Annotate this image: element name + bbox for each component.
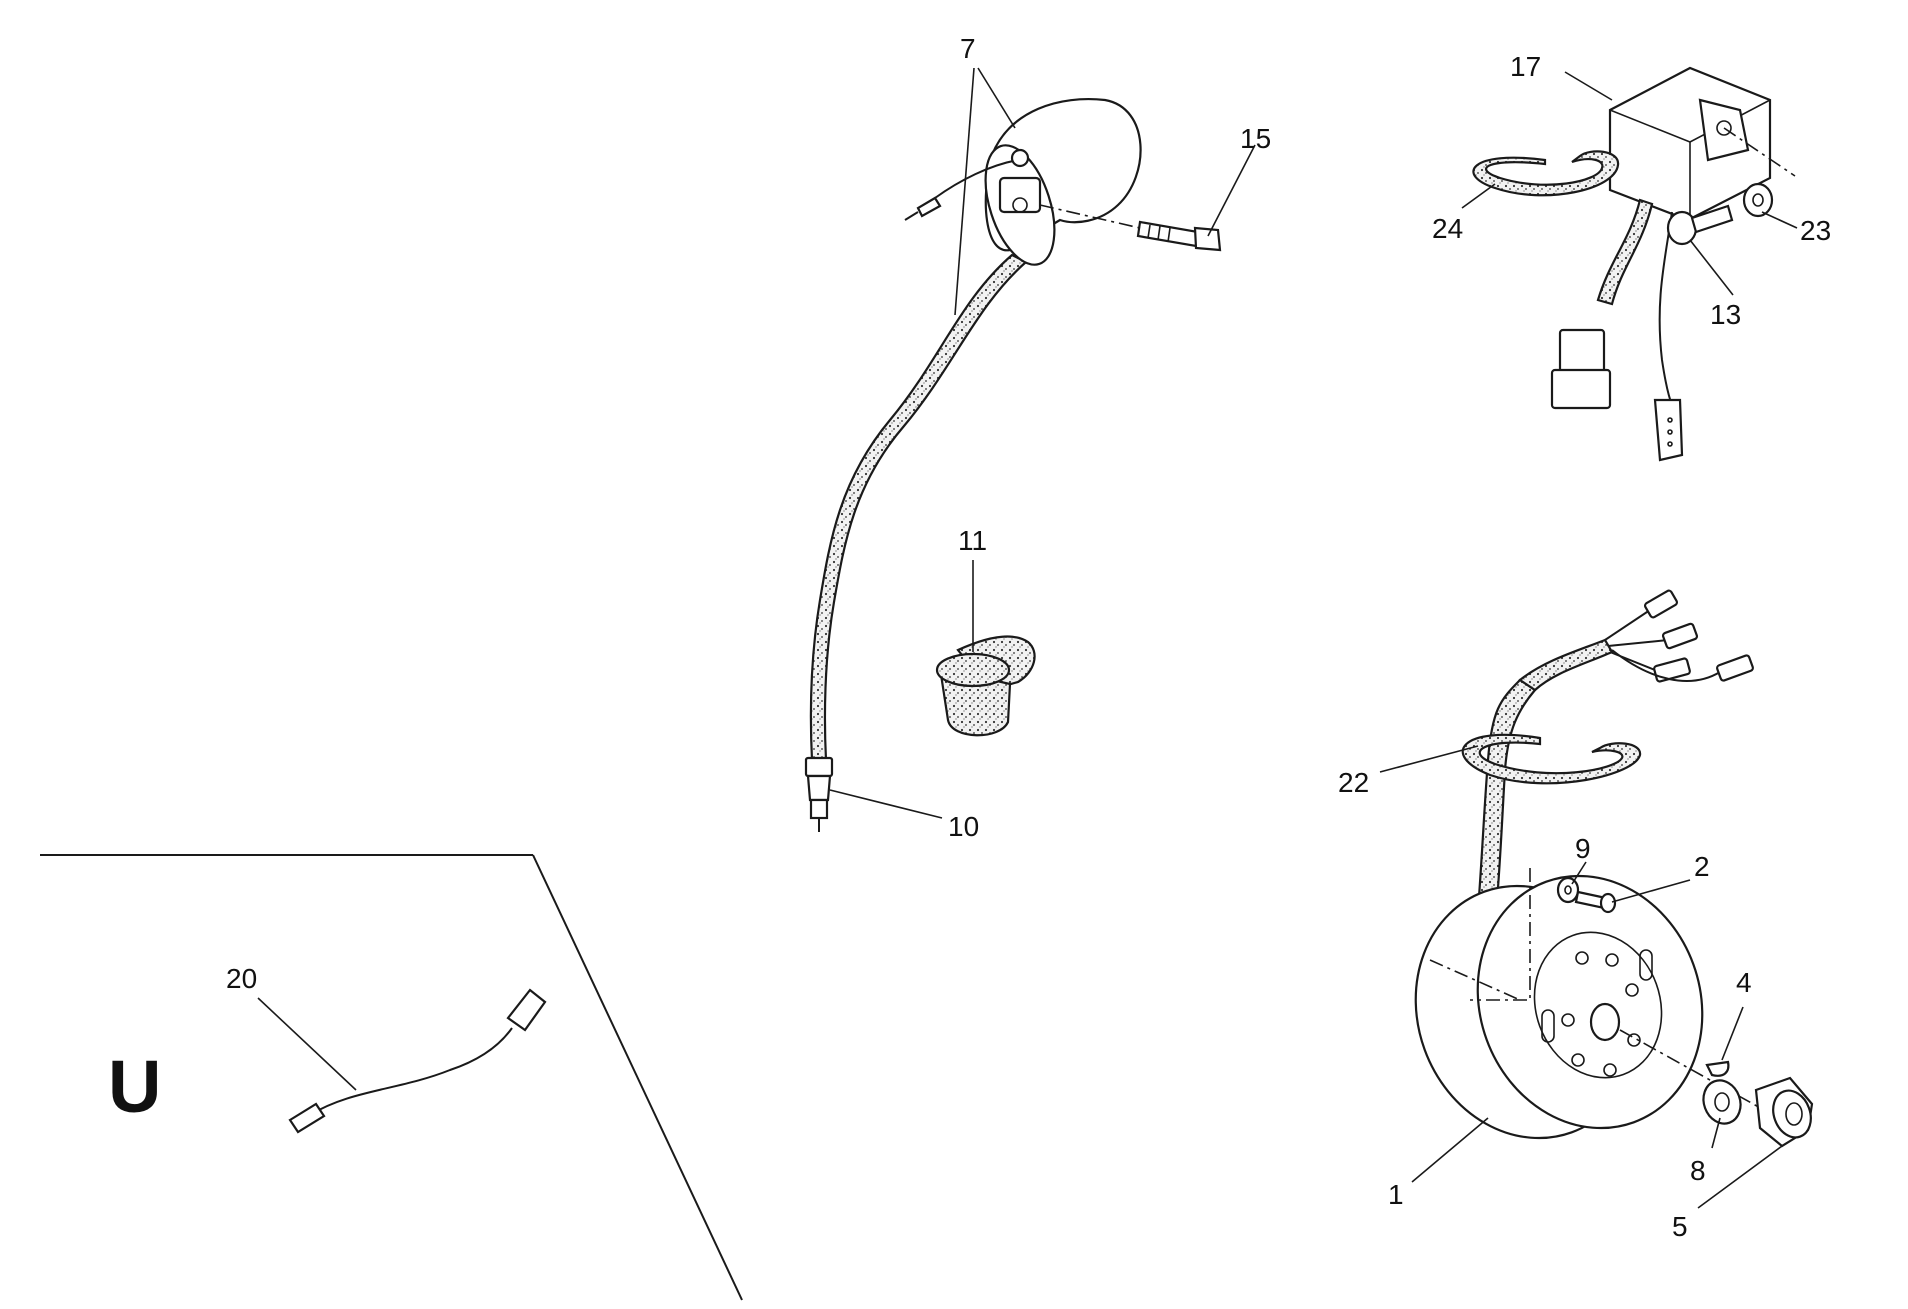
callout-15: 15 — [1240, 123, 1271, 154]
section-u-frame — [40, 854, 743, 1301]
cdi-washer — [1742, 182, 1774, 218]
cable-tie-flywheel — [1461, 733, 1642, 785]
woodruff-key — [1705, 1060, 1730, 1077]
screw-2 — [1574, 890, 1617, 914]
coil-bolt — [1136, 220, 1222, 252]
sensor-wire — [288, 988, 547, 1134]
callout-5: 5 — [1672, 1211, 1688, 1242]
callout-8: 8 — [1690, 1155, 1706, 1186]
spark-plug-cap — [935, 635, 1036, 737]
section-label-u: U — [108, 1045, 161, 1128]
callout-17: 17 — [1510, 51, 1541, 82]
callout-2: 2 — [1694, 851, 1710, 882]
callout-10: 10 — [948, 811, 979, 842]
callout-22: 22 — [1338, 767, 1369, 798]
flywheel-nut — [1754, 1076, 1814, 1148]
callout-13: 13 — [1710, 299, 1741, 330]
callout-9: 9 — [1575, 833, 1591, 864]
cdi-unit — [1550, 66, 1772, 462]
washer-9 — [1556, 876, 1580, 904]
callout-1: 1 — [1388, 1179, 1404, 1210]
cable-tie — [1472, 150, 1620, 197]
callout-23: 23 — [1800, 215, 1831, 246]
cdi-bolt — [1666, 204, 1734, 246]
leader-lines — [257, 67, 1798, 1209]
callout-24: 24 — [1432, 213, 1463, 244]
flywheel-stator — [1414, 589, 1754, 1140]
ignition-coil — [809, 98, 1142, 762]
callout-20: 20 — [226, 963, 257, 994]
callout-11: 11 — [958, 525, 987, 556]
callout-4: 4 — [1736, 967, 1752, 998]
callout-7: 7 — [960, 33, 976, 64]
spark-plug — [804, 756, 834, 832]
washer-8 — [1702, 1079, 1742, 1125]
